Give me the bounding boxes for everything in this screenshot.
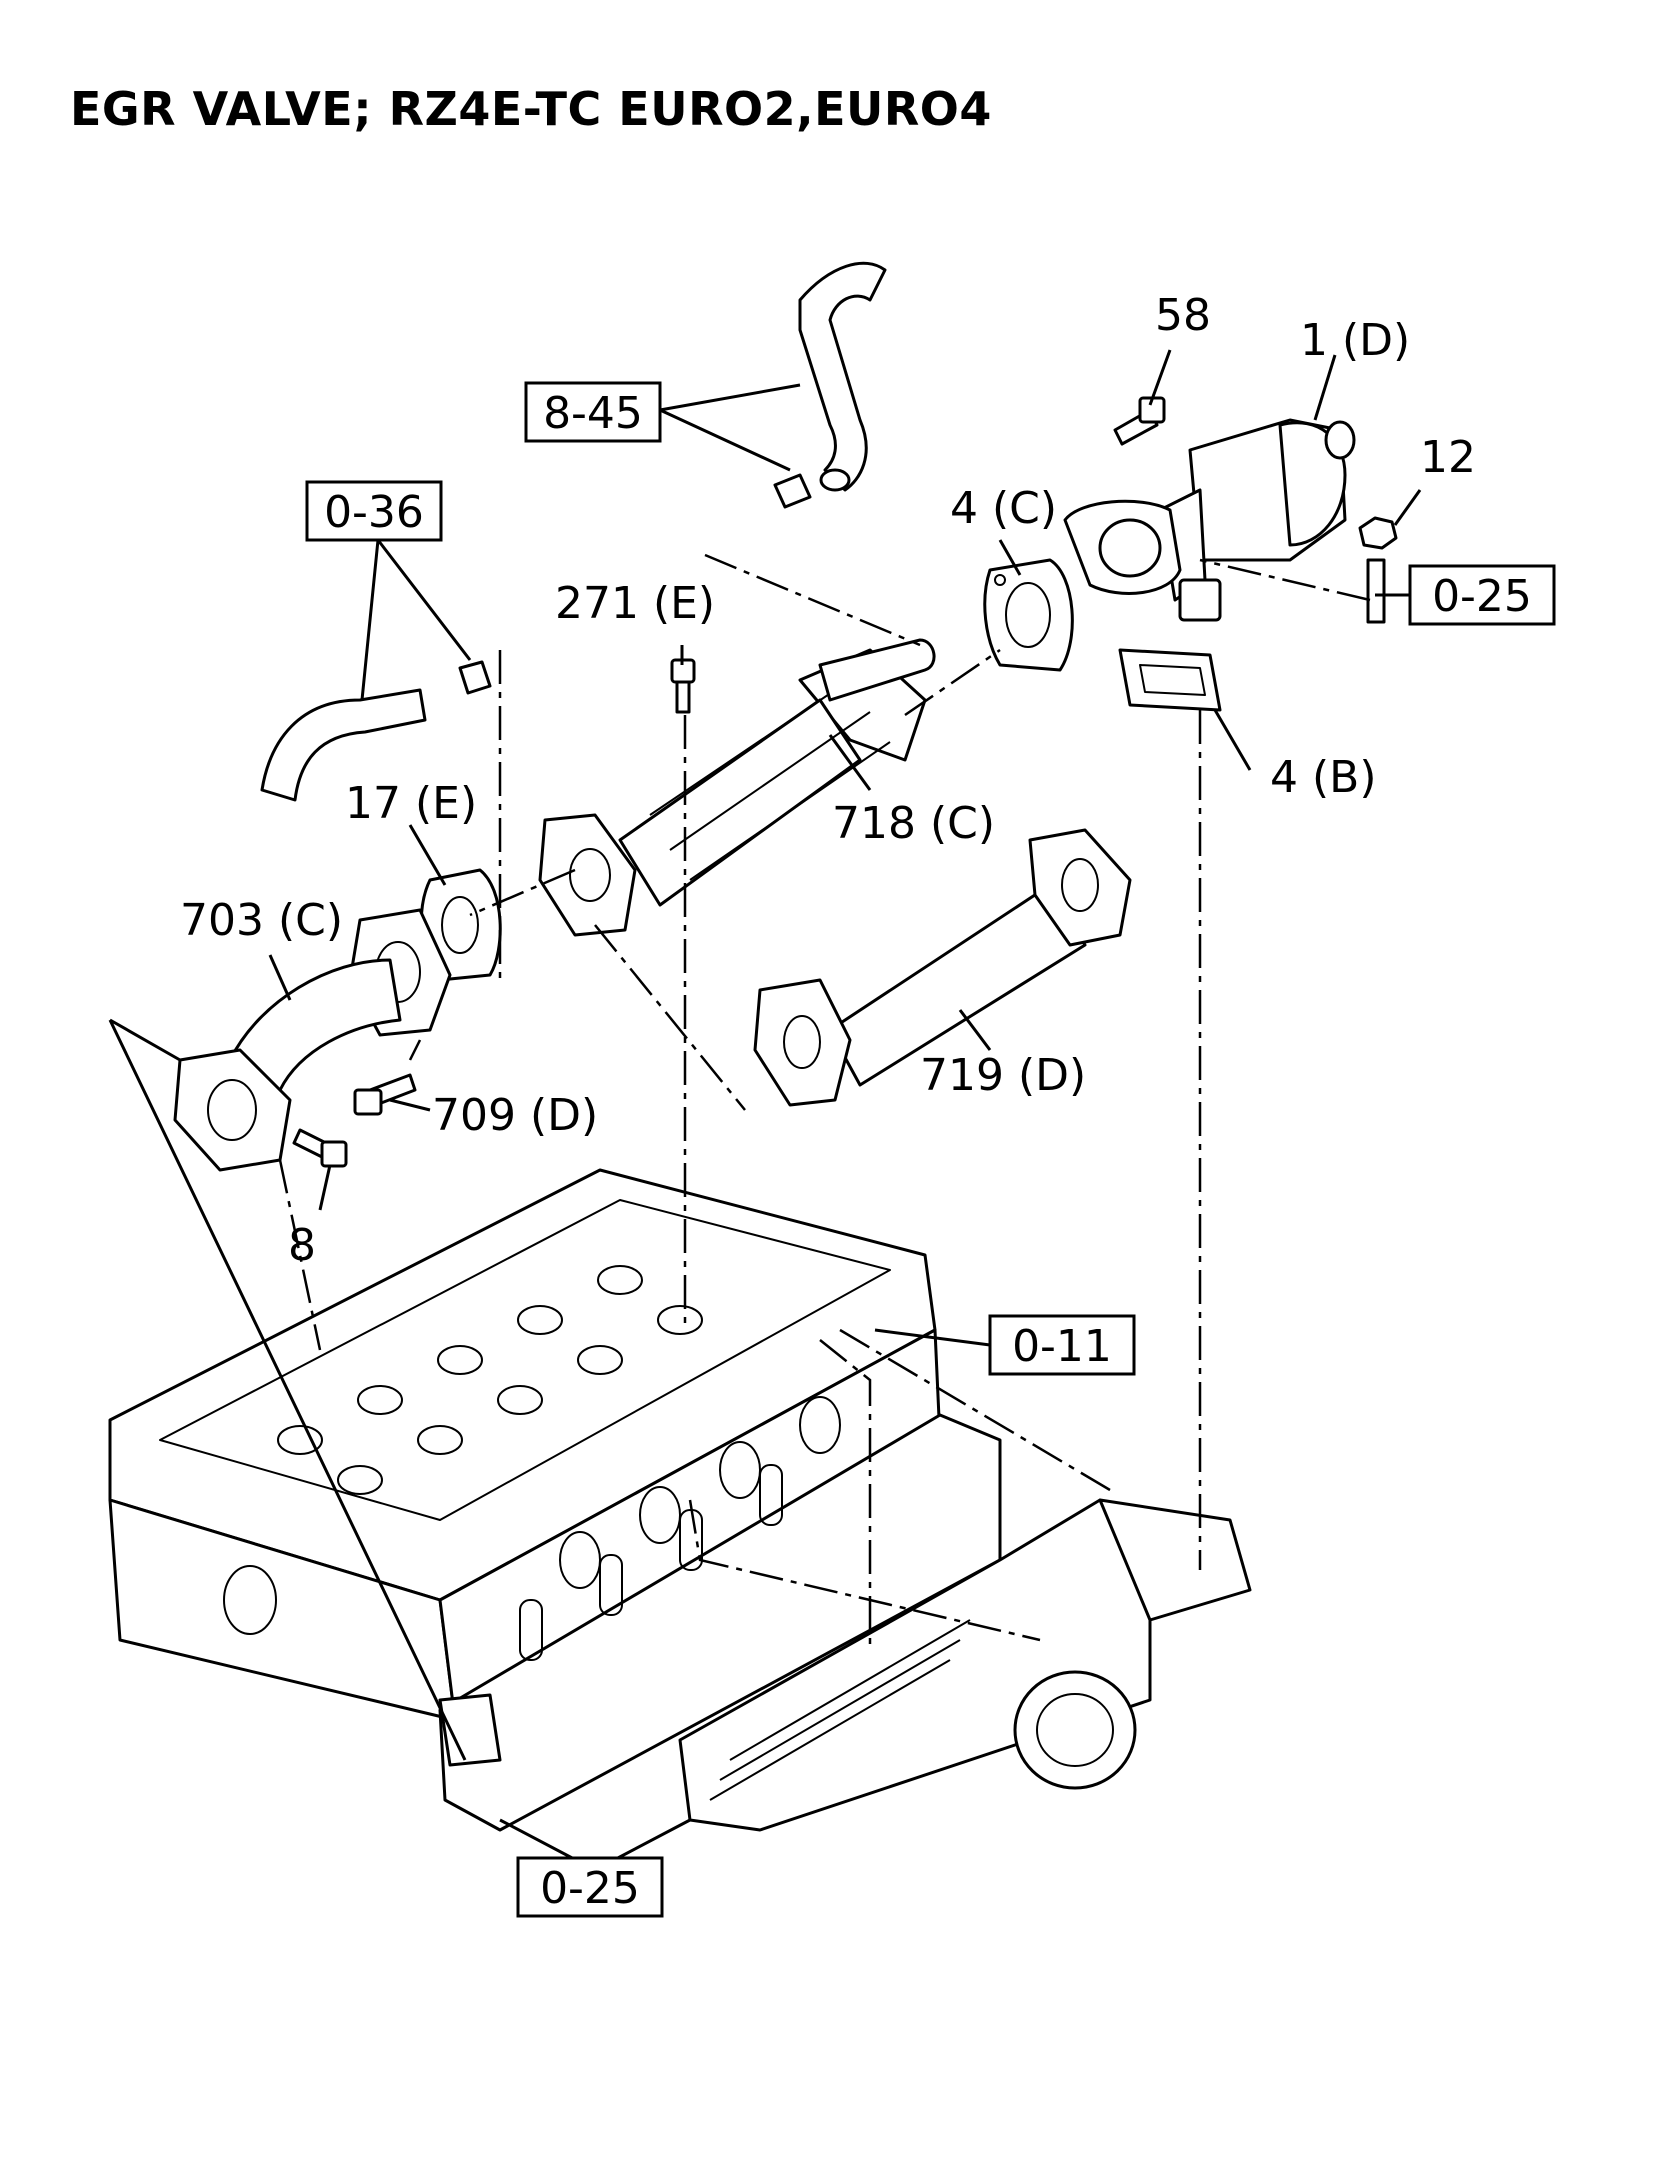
callout-8: 8 xyxy=(288,1220,316,1271)
pipe-719d xyxy=(753,828,1132,1107)
callout-271e: 271 (E) xyxy=(555,578,715,629)
lower-hose xyxy=(260,660,492,802)
callout-4b: 4 (B) xyxy=(1270,752,1377,803)
svg-text:8-45: 8-45 xyxy=(543,388,643,439)
callout-709d: 709 (D) xyxy=(432,1090,598,1141)
svg-text:0-11: 0-11 xyxy=(1012,1321,1112,1372)
ref-box-0-36: 0-36 xyxy=(305,480,443,542)
svg-text:0-25: 0-25 xyxy=(1432,571,1532,622)
callout-12: 12 xyxy=(1420,432,1476,483)
callout-17e: 17 (E) xyxy=(345,778,477,829)
nut-12 xyxy=(1358,516,1398,624)
bolt-8 xyxy=(292,1128,348,1168)
callout-703c: 703 (C) xyxy=(180,895,343,946)
callout-1d: 1 (D) xyxy=(1300,315,1410,366)
gasket-4c xyxy=(983,558,1074,672)
bolt-271e xyxy=(670,658,696,714)
ref-box-0-11: 0-11 xyxy=(988,1314,1136,1376)
ref-box-8-45: 8-45 xyxy=(524,381,662,443)
svg-text:0-25: 0-25 xyxy=(540,1863,640,1914)
callout-719d: 719 (D) xyxy=(920,1050,1086,1101)
pipe-703c xyxy=(173,908,452,1172)
page-title: EGR VALVE; RZ4E-TC EURO2,EURO4 xyxy=(70,82,992,136)
alignment-lines xyxy=(278,553,1371,1650)
callout-718c: 718 (C) xyxy=(832,798,995,849)
leader-lines xyxy=(108,349,1422,1872)
egr-cooler xyxy=(538,638,936,937)
gasket-4b xyxy=(1118,648,1222,712)
valve-flange xyxy=(1063,499,1222,622)
ref-box-0-25-bottom: 0-25 xyxy=(516,1856,664,1918)
callout-58: 58 xyxy=(1155,290,1211,341)
bolt-709d xyxy=(353,1073,417,1116)
reference-boxes: 8-45 0-36 0-25 0-11 0-25 xyxy=(305,381,1556,1918)
upper-hose xyxy=(773,261,887,509)
bolt-58 xyxy=(1113,396,1166,446)
svg-text:0-36: 0-36 xyxy=(324,487,424,538)
cylinder-head xyxy=(108,1168,942,1722)
callouts: 58 1 (D) 12 4 (C) 4 (B) 271 (E) 718 (C) … xyxy=(180,290,1476,1271)
ref-box-0-25-right: 0-25 xyxy=(1408,564,1556,626)
intake-manifold xyxy=(438,1413,1252,1832)
callout-4c: 4 (C) xyxy=(950,483,1057,534)
